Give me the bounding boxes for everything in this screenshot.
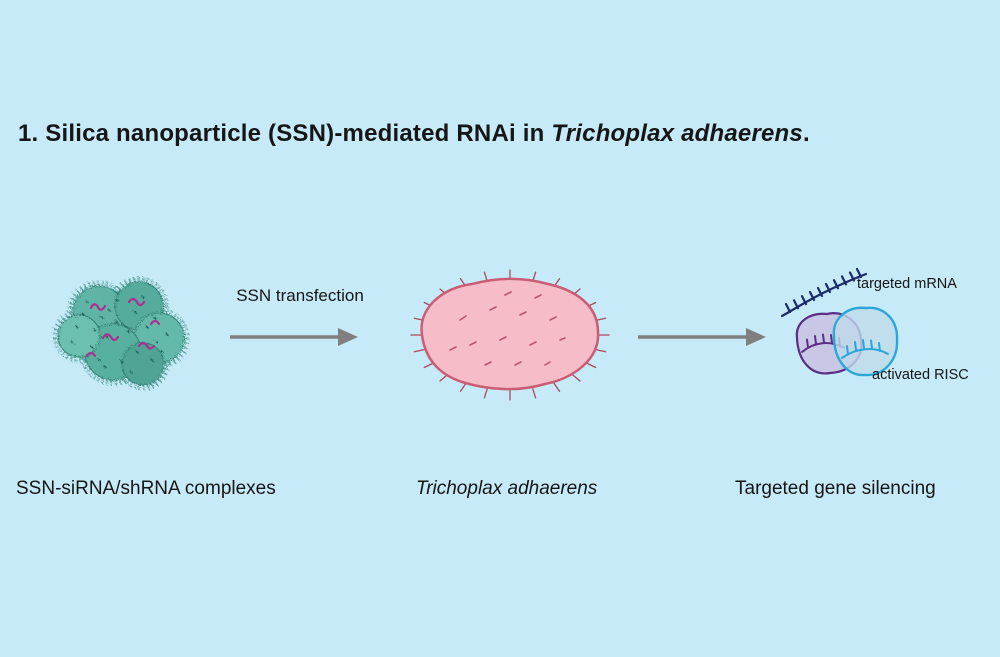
ssn-complex-illustration	[52, 276, 190, 391]
title-prefix: 1. Silica nanoparticle (SSN)-mediated RN…	[18, 120, 552, 147]
targeted-mrna-icon	[780, 267, 868, 318]
caption-ssn-complexes: SSN-siRNA/shRNA complexes	[16, 478, 276, 499]
title-species: Trichoplax adhaerens	[551, 120, 803, 147]
ssn-transfection-label: SSN transfection	[236, 286, 364, 305]
risc-illustration	[780, 267, 899, 377]
caption-gene-silencing: Targeted gene silencing	[735, 478, 936, 499]
activated-risc-label: activated RISC	[872, 367, 969, 383]
targeted-mrna-label: targeted mRNA	[857, 276, 957, 292]
figure-title: 1. Silica nanoparticle (SSN)-mediated RN…	[18, 120, 810, 148]
arrow-right-icon	[638, 328, 766, 346]
sirna-squiggles-icon	[85, 297, 161, 358]
arrow-right-icon	[230, 328, 358, 346]
trichoplax-illustration	[410, 269, 610, 401]
title-suffix: .	[802, 120, 810, 147]
caption-trichoplax: Trichoplax adhaerens	[416, 478, 598, 499]
